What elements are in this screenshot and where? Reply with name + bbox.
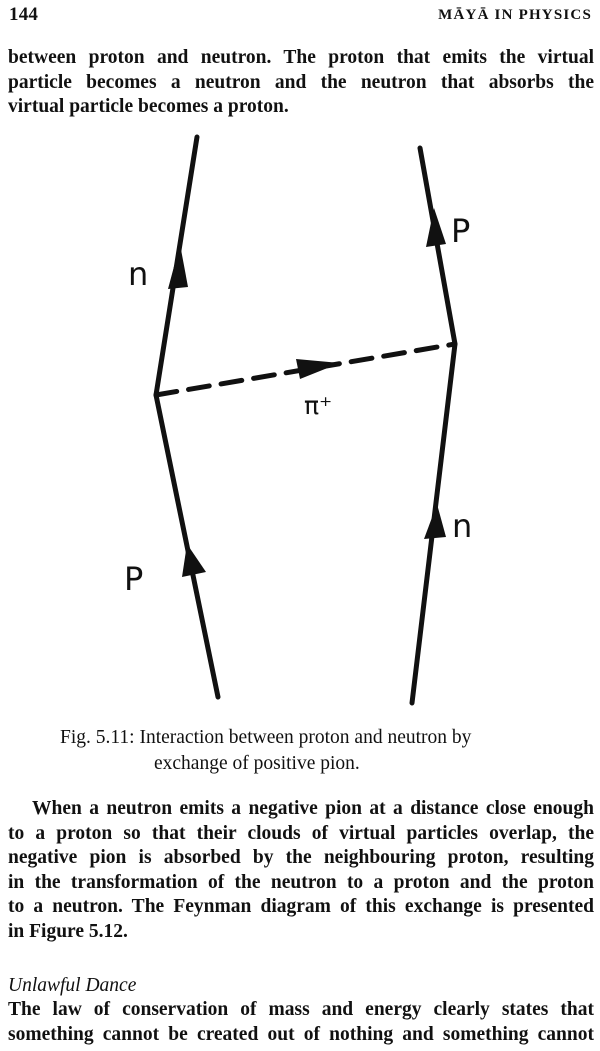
body-paragraph: When a neutron emits a negative pion at … <box>8 797 594 944</box>
caption-line: Fig. 5.11: Interaction between proton an… <box>60 727 472 748</box>
arrow-pion <box>296 359 340 379</box>
section-paragraph: The law of conservation of mass and ener… <box>8 998 594 1047</box>
label-n-right-bottom: n <box>452 507 472 545</box>
arrow-left-lower <box>182 544 206 577</box>
paragraph-line: something cannot be created out of nothi… <box>8 1023 594 1045</box>
arrow-right-upper <box>426 208 446 247</box>
section-heading: Unlawful Dance <box>8 975 137 996</box>
label-p-right-top: P <box>451 212 470 250</box>
paragraph-line: negative pion is absorbed by the neighbo… <box>8 847 594 868</box>
label-p-left-bottom: P <box>124 560 143 598</box>
right-upper-line <box>417 145 458 347</box>
intro-paragraph: between proton and neutron. The proton t… <box>8 46 594 120</box>
paragraph-line: The law of conservation of mass and ener… <box>8 999 594 1020</box>
paragraph-line: in Figure 5.12. <box>8 920 128 942</box>
figure-caption: Fig. 5.11: Interaction between proton an… <box>60 725 550 777</box>
paragraph-line: When a neutron emits a negative pion at … <box>32 798 594 819</box>
paragraph-line: particle becomes a neutron and the neutr… <box>8 71 594 93</box>
arrow-left-upper <box>168 244 188 289</box>
feynman-diagram: n P P n π⁺ <box>124 134 472 706</box>
paragraph-line: between proton and neutron. The proton t… <box>8 47 594 68</box>
paragraph-line: to a neutron. The Feynman diagram of thi… <box>8 896 594 917</box>
paragraph-line: in the transformation of the neutron to … <box>8 871 594 893</box>
paragraph-line: to a proton so that their clouds of virt… <box>8 822 594 844</box>
page-number: 144 <box>9 4 39 25</box>
label-n-left-top: n <box>128 255 148 293</box>
arrow-right-lower <box>424 504 446 539</box>
running-head: MĀYĀ IN PHYSICS <box>438 7 592 23</box>
caption-line: exchange of positive pion. <box>154 753 360 774</box>
label-pion: π⁺ <box>304 391 332 420</box>
paragraph-line: virtual particle becomes a proton. <box>8 96 289 117</box>
